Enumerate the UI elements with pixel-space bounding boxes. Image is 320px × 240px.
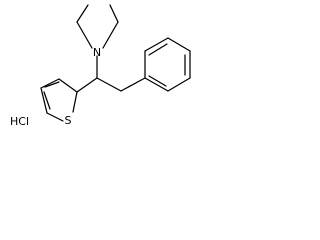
salt-label: HCl (10, 115, 30, 128)
bond-n-ethyl1-ch2 (76, 21, 93, 49)
nitrogen-atom-label: N (93, 46, 101, 59)
bond-thiophene-double-2 (43, 91, 51, 110)
bond-phenyl-2 (144, 37, 169, 52)
bond-phenyl-double-1 (148, 43, 168, 56)
bond-methine-thiophene (76, 77, 98, 93)
bond-thiophene-double-1 (44, 81, 60, 88)
bond-c2-s (72, 91, 78, 113)
bond-ethyl1-ch3 (76, 4, 89, 23)
bond-phenyl-5 (167, 77, 191, 92)
chemical-structure: N S (40, 4, 191, 127)
bond-s-c5 (46, 112, 64, 122)
bond-c5-c4 (40, 87, 48, 114)
bond-n-ethyl2-ch2 (102, 21, 119, 49)
bond-phenyl-6 (144, 77, 169, 92)
bond-ch2-phenyl (120, 77, 146, 92)
bond-phenyl-double-3 (148, 75, 167, 87)
bond-c3-c2 (58, 78, 78, 93)
bond-ethyl2-ch3 (109, 4, 119, 23)
sulfur-atom-label: S (65, 114, 72, 127)
bond-phenyl-3 (167, 37, 191, 52)
bond-c4-c3 (40, 78, 60, 89)
bond-methine-ch2 (96, 77, 122, 92)
